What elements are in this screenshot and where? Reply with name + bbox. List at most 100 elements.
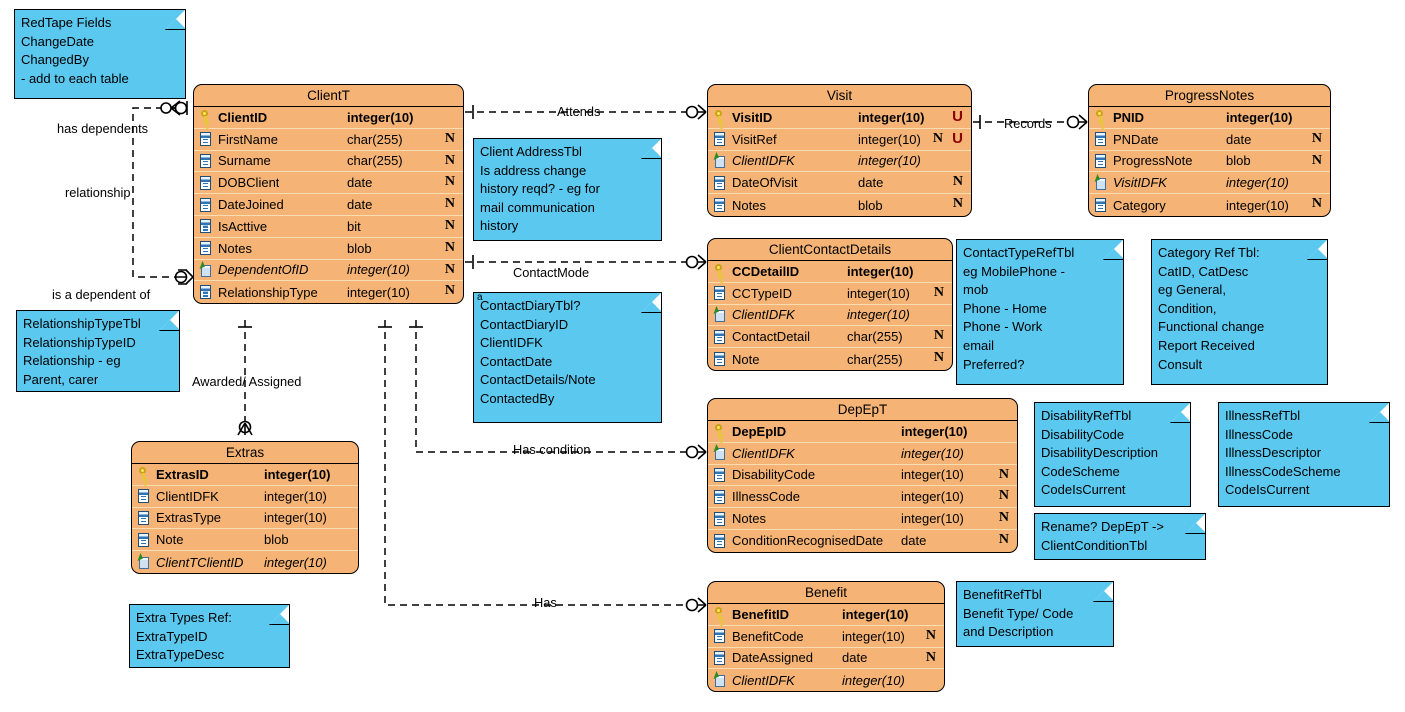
not-null-icon: N <box>998 466 1009 482</box>
not-null-icon: N <box>1311 130 1322 146</box>
note-text: BenefitRefTbl Benefit Type/ Code and Des… <box>963 587 1074 640</box>
relationship-label-awarded-assigned: Awarded/ Assigned <box>192 374 302 389</box>
unique-icon: U <box>952 108 963 125</box>
key-icon <box>1093 109 1108 125</box>
sticky-note-categoryref[interactable]: Category Ref Tbl: CatID, CatDesc eg Gene… <box>1151 239 1328 385</box>
attribute-name: VisitRef <box>732 131 777 147</box>
entity-title: Benefit <box>708 582 944 604</box>
attribute-row[interactable]: VisitID integer(10) U <box>708 107 971 129</box>
sticky-note-relationshiptype[interactable]: RelationshipTypeTbl RelationshipTypeID R… <box>16 310 180 392</box>
sticky-note-illnessref[interactable]: IllnessRefTbl IllnessCode IllnessDescrip… <box>1218 402 1390 507</box>
note-text: IllnessRefTbl IllnessCode IllnessDescrip… <box>1225 408 1341 498</box>
column-icon <box>712 628 727 644</box>
attribute-type: integer(10) <box>1226 197 1289 213</box>
attribute-name: DateOfVisit <box>732 175 798 191</box>
note-text: Rename? DepEpT -> ClientConditionTbl <box>1041 519 1164 553</box>
note-text: DisabilityRefTbl DisabilityCode Disabili… <box>1041 408 1159 498</box>
attribute-name: DateAssigned <box>732 650 813 666</box>
column-icon <box>198 240 213 256</box>
column-icon <box>136 510 151 526</box>
sticky-note-contactdiary[interactable]: ContactDiaryTbl? ContactDiaryID ClientID… <box>473 292 662 423</box>
attribute-type: integer(10) <box>858 109 925 125</box>
column-icon <box>1093 197 1108 213</box>
not-null-icon: N <box>925 627 936 643</box>
attribute-type: date <box>1226 131 1252 147</box>
attribute-type: bit <box>347 218 361 234</box>
sticky-note-extratypes[interactable]: Extra Types Ref: ExtraTypeID ExtraTypeDe… <box>129 604 290 668</box>
attribute-type: blob <box>858 197 883 213</box>
not-null-icon: N <box>1311 196 1322 212</box>
note-text: ContactTypeRefTbl eg MobilePhone - mob P… <box>963 245 1075 372</box>
sticky-note-contacttyperef[interactable]: ContactTypeRefTbl eg MobilePhone - mob P… <box>956 239 1124 385</box>
sticky-note-benefitref[interactable]: BenefitRefTbl Benefit Type/ Code and Des… <box>956 581 1114 647</box>
sticky-note-disabilityref[interactable]: DisabilityRefTbl DisabilityCode Disabili… <box>1034 402 1191 507</box>
attribute-type: char(255) <box>847 351 903 367</box>
sticky-note-clientaddress[interactable]: Client AddressTbl Is address change hist… <box>473 138 662 241</box>
column-icon <box>198 284 213 300</box>
attribute-type: date <box>842 650 868 666</box>
attribute-name: DOBClient <box>218 175 280 191</box>
relationship-label-attends: Attends <box>557 104 601 119</box>
sticky-note-renamedepept[interactable]: Rename? DepEpT -> ClientConditionTbl <box>1034 513 1206 560</box>
not-null-icon: N <box>444 239 455 255</box>
attribute-name: ClientIDFK <box>732 307 795 323</box>
attribute-name: VisitID <box>732 109 773 125</box>
attribute-name: Note <box>732 351 760 367</box>
note-text: RedTape Fields ChangeDate ChangedBy - ad… <box>21 15 129 86</box>
column-icon <box>712 533 727 549</box>
sticky-note-redtape[interactable]: RedTape Fields ChangeDate ChangedBy - ad… <box>14 9 186 99</box>
not-null-icon: N <box>998 510 1009 526</box>
attribute-type: integer(10) <box>858 153 921 169</box>
attribute-type: blob <box>264 532 289 548</box>
attribute-name: CCTypeID <box>732 285 792 301</box>
entity-title: DepEpT <box>708 399 1017 421</box>
column-icon <box>1093 153 1108 169</box>
